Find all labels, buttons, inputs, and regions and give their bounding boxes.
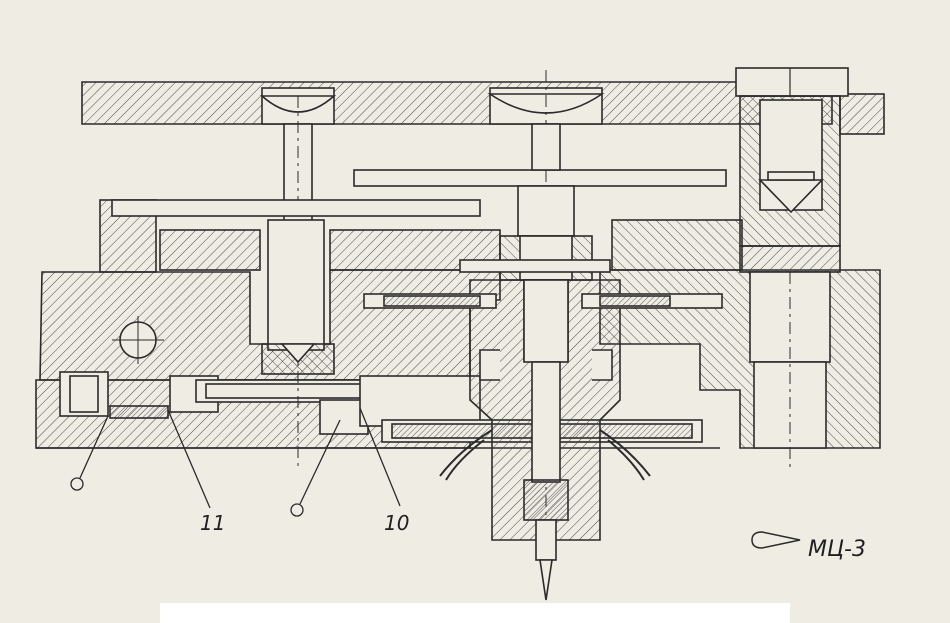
brush-springs <box>439 429 651 481</box>
middle-plates <box>363 259 723 309</box>
model-mark: МЦ-3 <box>808 537 866 562</box>
round-hole <box>112 316 164 364</box>
left-pin <box>261 96 335 470</box>
left-plate <box>111 199 481 217</box>
leader-lines <box>70 407 401 517</box>
center-disk <box>353 169 727 187</box>
center-spindle <box>469 70 621 601</box>
lower-left-block <box>35 371 720 449</box>
callout-10: 10 <box>384 511 409 535</box>
screw-head <box>735 67 849 247</box>
blank-strip <box>160 603 790 623</box>
callout-11: 11 <box>200 511 225 535</box>
mark-symbol <box>751 531 801 549</box>
